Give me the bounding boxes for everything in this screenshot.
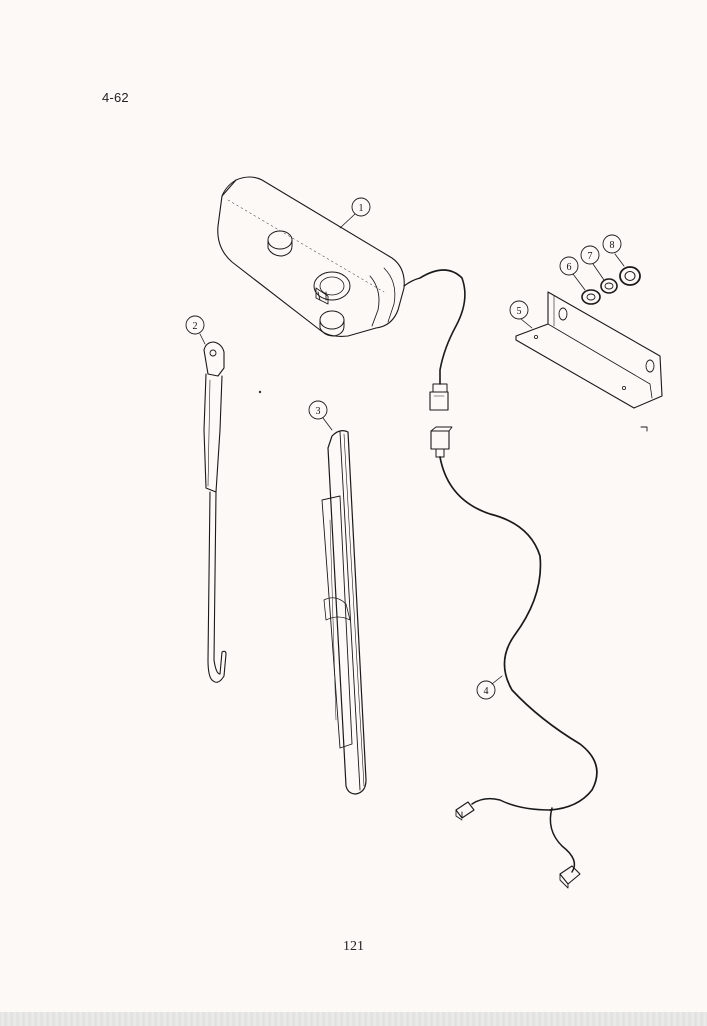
fastener-nut-8 — [619, 266, 641, 286]
fastener-washer-6 — [581, 289, 601, 305]
callout-7: 7 — [580, 245, 600, 265]
svg-text:3: 3 — [316, 406, 321, 417]
callout-8: 8 — [602, 234, 622, 254]
wiper-motor-assembly — [217, 176, 421, 337]
svg-text:8: 8 — [610, 240, 615, 251]
motor-lead-connector — [429, 383, 449, 411]
callout-5: 5 — [509, 300, 529, 320]
motor-lead-cable — [419, 269, 466, 385]
page-reference: 4-62 — [102, 90, 129, 105]
mounting-bracket — [515, 291, 663, 409]
callout-1: 1 — [351, 197, 371, 217]
svg-text:1: 1 — [359, 203, 364, 214]
stray-dot — [258, 390, 262, 394]
svg-text:7: 7 — [588, 251, 593, 262]
callout-3: 3 — [308, 400, 328, 420]
svg-text:4: 4 — [484, 686, 489, 697]
wiper-arm — [203, 341, 227, 683]
page-number: 121 — [343, 939, 364, 954]
fastener-washer-7 — [600, 278, 618, 294]
wiper-blade — [321, 430, 367, 795]
callout-2: 2 — [185, 315, 205, 335]
svg-text:2: 2 — [193, 321, 198, 332]
scan-edge-strip — [0, 1012, 707, 1026]
callout-4: 4 — [476, 680, 496, 700]
callout-6: 6 — [559, 256, 579, 276]
leader-lines — [199, 213, 625, 685]
svg-text:6: 6 — [567, 262, 572, 273]
corner-mark — [640, 426, 648, 432]
wiring-harness — [430, 426, 598, 889]
svg-text:5: 5 — [517, 306, 522, 317]
